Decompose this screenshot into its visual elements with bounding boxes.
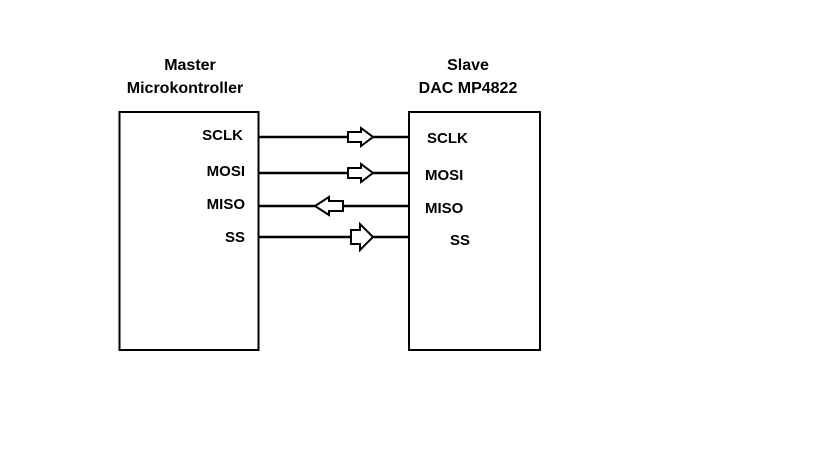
slave-pin-miso: MISO — [425, 200, 464, 217]
master-box — [118, 111, 260, 351]
master-pin-sclk: SCLK — [202, 127, 243, 144]
master-title-line2: Microkontroller — [127, 80, 243, 97]
master-title-line1: Master — [164, 57, 216, 74]
slave-pin-mosi: MOSI — [425, 167, 463, 184]
signal-lines — [258, 135, 409, 239]
direction-arrows — [313, 126, 375, 253]
sclk-arrow-right-icon — [347, 126, 375, 148]
slave-title-line2: DAC MP4822 — [419, 80, 518, 97]
ss-arrow-right-icon — [350, 221, 375, 253]
master-block: Master Microkontroller SCLK MOSI MISO SS — [118, 57, 260, 351]
mosi-arrow-right-icon — [347, 162, 375, 184]
master-pin-miso: MISO — [207, 196, 246, 213]
slave-pin-sclk: SCLK — [427, 130, 468, 147]
slave-block: Slave DAC MP4822 SCLK MOSI MISO SS — [408, 57, 541, 351]
master-pin-ss: SS — [225, 229, 245, 246]
slave-title-line1: Slave — [447, 57, 489, 74]
master-pin-mosi: MOSI — [207, 163, 245, 180]
miso-arrow-left-icon — [313, 195, 344, 217]
slave-pin-ss: SS — [450, 232, 470, 249]
slave-box — [408, 111, 541, 351]
